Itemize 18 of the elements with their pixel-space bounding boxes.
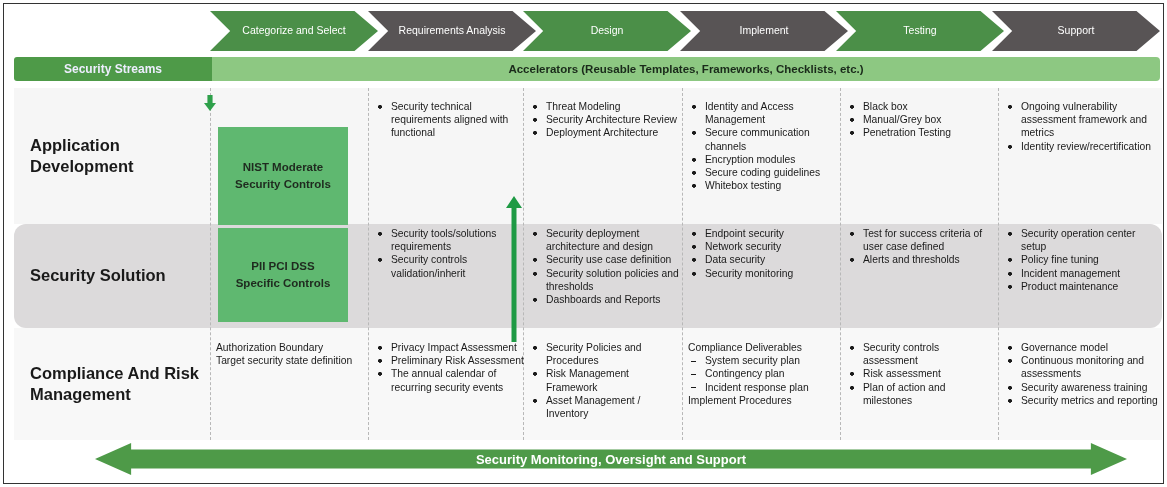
chevron-step: Support	[992, 11, 1160, 51]
chevron-step: Implement	[680, 11, 848, 51]
row-heading: Compliance And Risk Management	[30, 362, 200, 405]
cell-text: Target security state definition	[216, 354, 354, 368]
cell-text: Authorization Boundary	[216, 341, 325, 355]
cell-text: Compliance Deliverables	[688, 341, 803, 355]
header-bar: Security Streams	[14, 57, 212, 81]
chevron-step: Testing	[836, 11, 1004, 51]
row-heading: Security Solution	[30, 265, 166, 287]
chevron-step: Requirements Analysis	[368, 11, 536, 51]
chevron-step: Design	[523, 11, 691, 51]
double-headed-arrow: Security Monitoring, Oversight and Support	[95, 443, 1127, 475]
row-heading: Application Development	[30, 134, 135, 177]
cell-text: Implement Procedures	[688, 393, 793, 407]
chevron-step: Categorize and Select	[210, 11, 378, 51]
header-bar: Accelerators (Reusable Templates, Frameworks, Checklists, etc.)	[212, 57, 1160, 81]
controls-box: NIST Moderate Security Controls	[218, 127, 348, 225]
controls-box: PII PCI DSS Specific Controls	[218, 228, 348, 322]
